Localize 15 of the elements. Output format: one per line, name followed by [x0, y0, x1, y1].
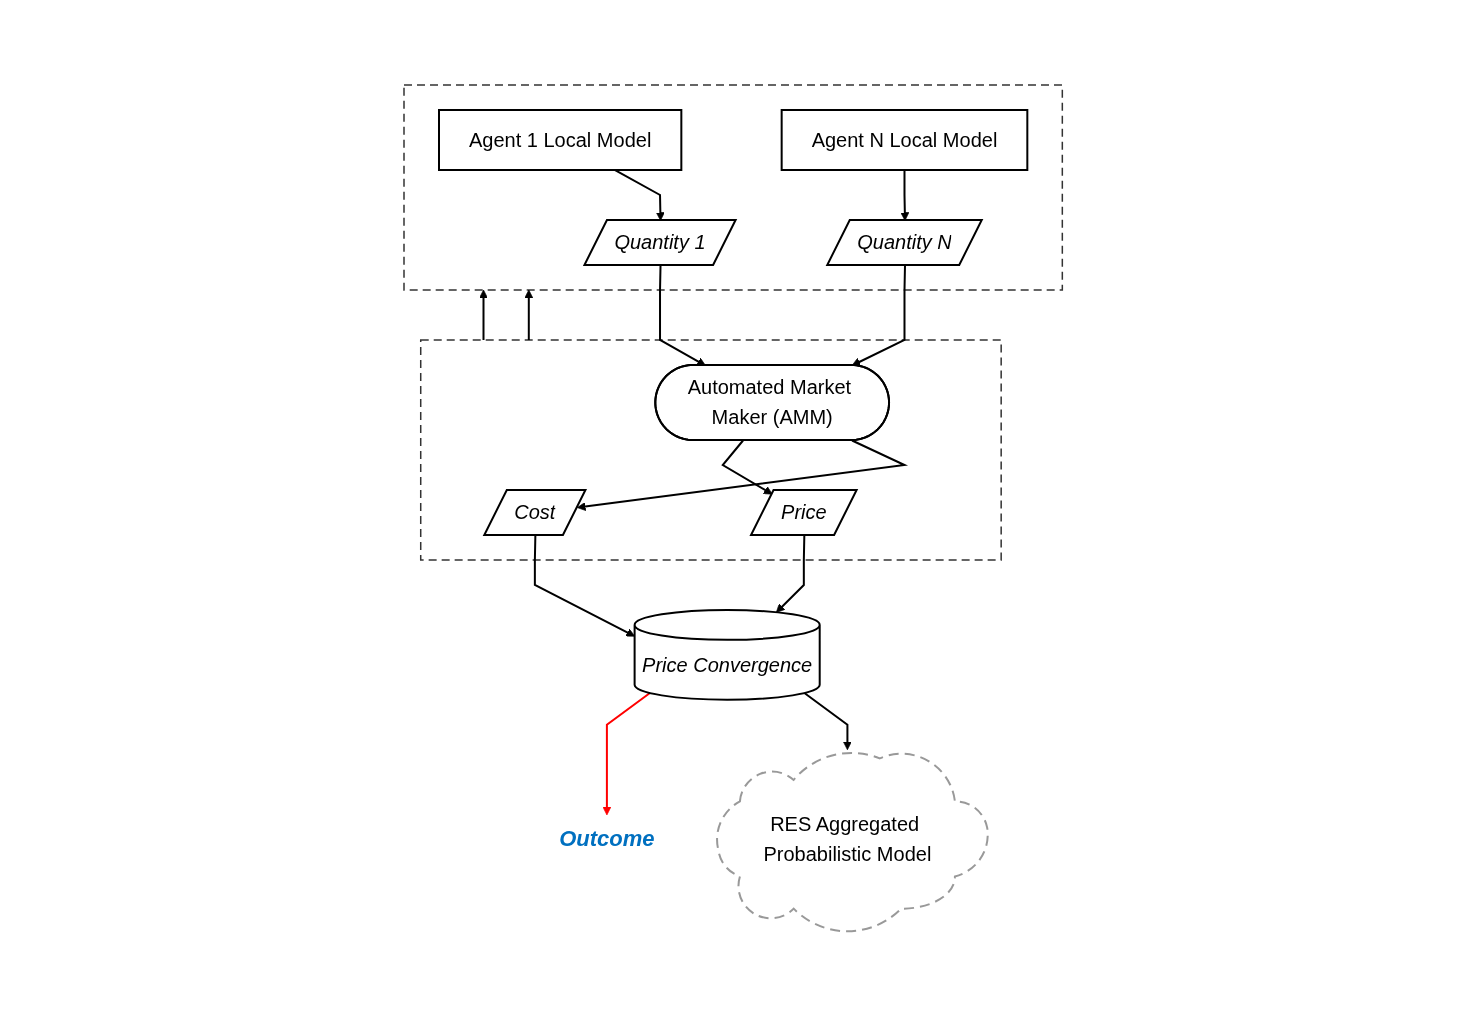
arrow — [576, 439, 908, 511]
arrow — [602, 691, 651, 816]
arrow — [721, 439, 773, 495]
cluster — [403, 84, 1063, 291]
arrow — [524, 289, 534, 341]
arrow — [478, 289, 488, 341]
arrow — [851, 264, 906, 366]
cluster — [419, 339, 1002, 561]
node-box: Agent 1 Local Model — [437, 108, 683, 171]
node-text: Outcome — [559, 826, 655, 852]
arrow — [775, 534, 806, 613]
arrow — [533, 534, 635, 637]
arrow — [658, 264, 706, 366]
arrow — [803, 691, 852, 750]
node-box: Agent N Local Model — [780, 108, 1029, 171]
